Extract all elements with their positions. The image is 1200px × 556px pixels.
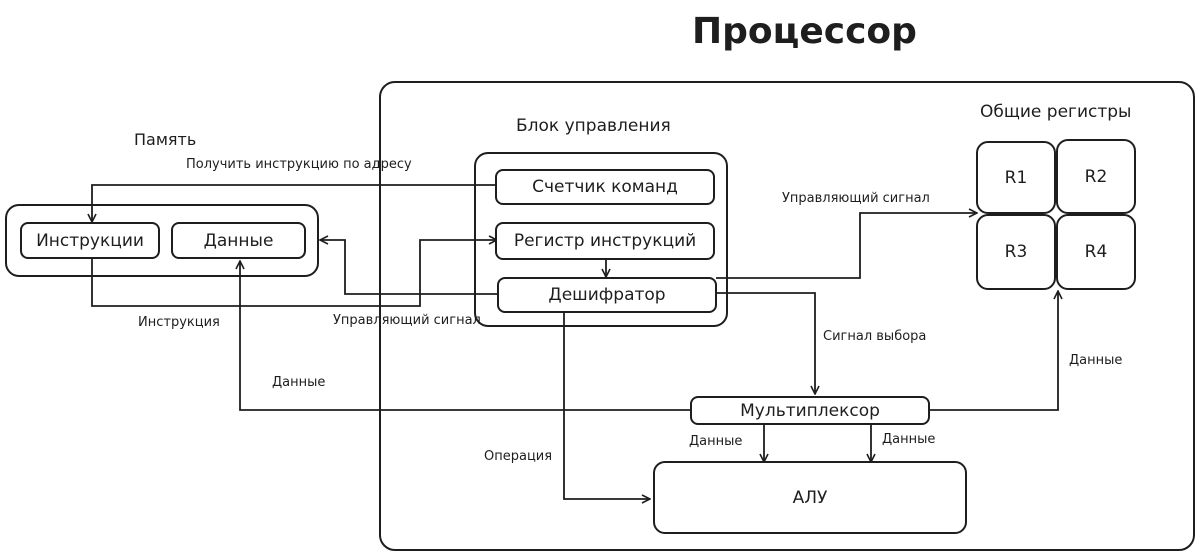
operation-label: Операция xyxy=(484,449,553,464)
processor-frame xyxy=(379,81,1195,551)
control-signal-top-label: Управляющий сигнал xyxy=(782,191,930,206)
alu-box: АЛУ xyxy=(653,461,967,534)
data-box: Данные xyxy=(171,222,306,259)
instruction-register-box: Регистр инструкций xyxy=(495,222,715,260)
data-left-label: Данные xyxy=(272,375,326,390)
fetch-instruction-arrow xyxy=(92,184,497,222)
decoder-to-registers-arrow xyxy=(716,213,977,279)
instructions-box: Инструкции xyxy=(20,222,160,259)
page-title: Процессор xyxy=(692,11,917,52)
operation-arrow xyxy=(563,313,650,499)
program-counter-box: Счетчик команд xyxy=(495,169,715,205)
register-r2: R2 xyxy=(1056,139,1136,214)
mux-to-registers-arrow xyxy=(930,291,1058,411)
data-mux-left-label: Данные xyxy=(689,434,743,449)
registers-heading: Общие регистры xyxy=(980,102,1132,122)
mux-to-data-arrow xyxy=(240,261,690,411)
select-signal-label: Сигнал выбора xyxy=(823,329,927,344)
memory-block xyxy=(5,204,319,277)
fetch-instruction-label: Получить инструкцию по адресу xyxy=(186,157,412,172)
control-unit-block xyxy=(474,152,728,327)
control-signal-left-label: Управляющий сигнал xyxy=(333,313,481,328)
select-signal-arrow xyxy=(716,292,815,394)
register-r4: R4 xyxy=(1056,214,1136,290)
register-r1: R1 xyxy=(976,141,1056,214)
instruction-label: Инструкция xyxy=(138,315,220,330)
instruction-arrow xyxy=(91,240,497,307)
data-right-label: Данные xyxy=(1069,353,1123,368)
control-unit-heading: Блок управления xyxy=(516,116,671,136)
data-mux-right-label: Данные xyxy=(882,432,936,447)
register-r3: R3 xyxy=(976,214,1056,290)
memory-heading: Память xyxy=(134,130,197,149)
decoder-box: Дешифратор xyxy=(497,277,717,313)
multiplexer-box: Мультиплексор xyxy=(690,396,930,425)
decoder-to-data-arrow xyxy=(320,240,497,295)
